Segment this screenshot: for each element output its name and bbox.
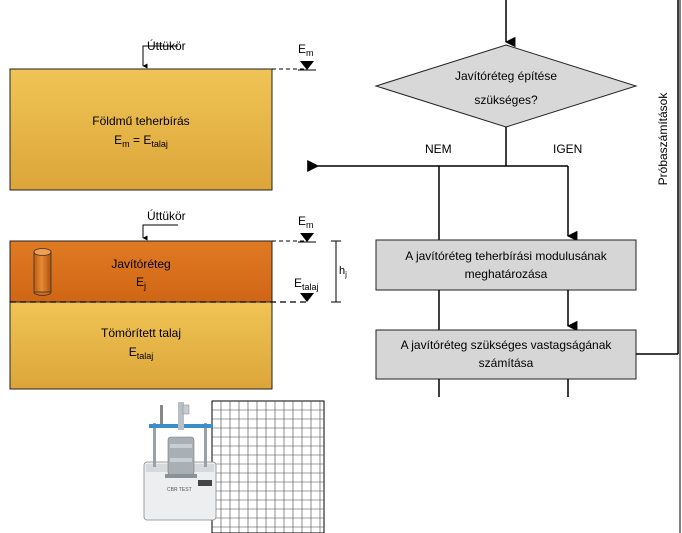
step2-text-line1: A javítóréteg szükséges vastagságának bbox=[400, 338, 612, 352]
top-section bbox=[9, 45, 316, 191]
compacted-soil-title: Tömörített talaj bbox=[100, 326, 182, 340]
em-level-label: Em bbox=[298, 215, 314, 230]
equation-eq: = E bbox=[129, 133, 152, 147]
compacted-soil-box bbox=[9, 301, 273, 390]
device-label: CBR TEST bbox=[167, 487, 192, 493]
earthwork-equation: Em = Etalaj bbox=[10, 134, 272, 149]
flowchart bbox=[307, 0, 681, 533]
h-sub: j bbox=[345, 270, 347, 279]
soil-e-symbol: E bbox=[128, 345, 137, 359]
level-triangle-icon bbox=[300, 293, 314, 302]
road-surface-label: Úttükör bbox=[147, 209, 186, 223]
level-triangle-icon bbox=[300, 61, 314, 70]
ej-symbol: E bbox=[135, 275, 144, 289]
device-column-right bbox=[204, 423, 207, 467]
ej-sub: j bbox=[144, 281, 146, 291]
device-column-left bbox=[153, 423, 156, 467]
equation-em: E bbox=[114, 133, 123, 147]
sample-cylinder-icon bbox=[33, 248, 52, 296]
equation-em-sub: m bbox=[122, 139, 130, 149]
step2-box bbox=[375, 329, 637, 380]
device-mold bbox=[167, 436, 195, 476]
road-surface-pointer bbox=[142, 224, 178, 241]
improvement-layer-box bbox=[9, 240, 273, 303]
em-sub: m bbox=[306, 48, 314, 58]
improvement-layer-modulus: Ej bbox=[10, 276, 272, 291]
step1-text-line1: A javítóréteg teherbírási modulusának bbox=[405, 249, 607, 263]
side-label-vertical: Próbaszámítások bbox=[656, 92, 670, 186]
no-branch-label: NEM bbox=[425, 142, 452, 156]
decision-diamond bbox=[374, 44, 638, 128]
level-triangle-icon bbox=[300, 233, 314, 242]
decision-text-line2: szükséges? bbox=[474, 93, 538, 107]
earthwork-box bbox=[9, 68, 273, 191]
thickness-label: hj bbox=[339, 266, 347, 279]
road-surface-label: Úttükör bbox=[147, 39, 186, 53]
equation-talaj-sub: talaj bbox=[151, 139, 168, 149]
step1-text-line2: meghatározása bbox=[464, 267, 548, 281]
etalaj-level-label: Etalaj bbox=[294, 277, 319, 292]
improvement-layer-title: Javítóréteg bbox=[111, 257, 171, 271]
em-sub: m bbox=[306, 220, 314, 230]
em-symbol: E bbox=[298, 214, 307, 228]
cbr-device-photo bbox=[143, 400, 325, 533]
yes-branch-label: IGEN bbox=[553, 142, 583, 156]
h-symbol: h bbox=[339, 265, 346, 277]
decision-text-line1: Javítóréteg építése bbox=[454, 69, 558, 83]
graph-paper-grid bbox=[212, 401, 324, 533]
bottom-section bbox=[9, 224, 341, 390]
compacted-soil-modulus: Etalaj bbox=[10, 346, 272, 361]
em-symbol: E bbox=[298, 42, 307, 56]
step2-text-line2: számítása bbox=[478, 356, 534, 370]
step1-box bbox=[375, 239, 637, 291]
etalaj-sub: talaj bbox=[302, 282, 319, 292]
earthwork-title: Földmű teherbírás bbox=[92, 114, 190, 128]
em-level-label: Em bbox=[298, 43, 314, 58]
soil-e-sub: talaj bbox=[136, 351, 154, 361]
etalaj-symbol: E bbox=[294, 276, 303, 290]
road-surface-pointer bbox=[142, 45, 178, 69]
